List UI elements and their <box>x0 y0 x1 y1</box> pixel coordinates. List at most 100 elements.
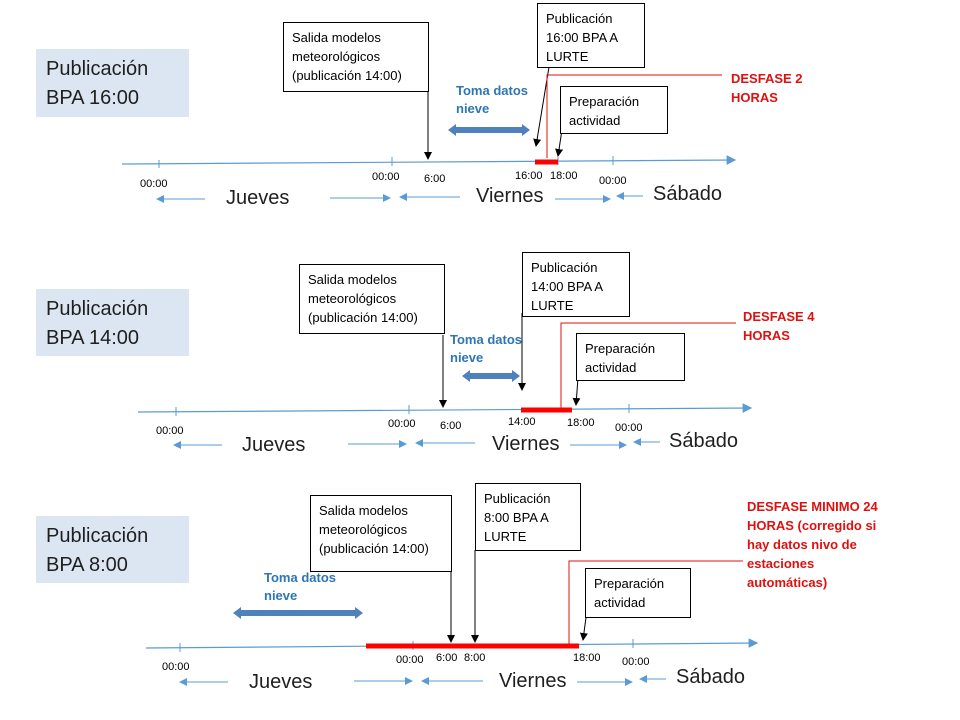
publicacion-box: Publicación 14:00 BPA A LURTE <box>522 252 630 317</box>
time-0000-thu: 00:00 <box>156 425 184 437</box>
desfase-label: DESFASE 4 HORAS <box>743 307 815 345</box>
time-0600: 6:00 <box>424 173 446 185</box>
publicacion-line-3: LURTE <box>546 49 589 64</box>
salida-line-3: (publicación 14:00) <box>308 310 418 325</box>
desfase-line-1: DESFASE 2 <box>731 71 803 86</box>
publicacion-box: Publicación 16:00 BPA A LURTE <box>537 3 645 68</box>
time-0000-sat: 00:00 <box>599 175 627 187</box>
day-sabado: Sábado <box>653 183 722 205</box>
desfase-connector <box>568 560 743 644</box>
panel-bpa-1400: Publicación BPA 14:00 Salida modelos met… <box>0 245 960 480</box>
publicacion-line-2: 16:00 BPA A <box>546 30 619 45</box>
title-line-1: Publicación <box>46 298 149 320</box>
time-0000-sat: 00:00 <box>615 422 643 434</box>
title-box: Publicación BPA 8:00 <box>36 516 189 583</box>
toma-datos-label: Toma datos nieve <box>450 331 522 367</box>
title-line-1: Publicación <box>46 58 149 80</box>
day-sabado: Sábado <box>676 666 745 688</box>
publicacion-line-1: Publicación <box>531 260 598 275</box>
time-0000-thu: 00:00 <box>140 178 168 190</box>
salida-modelos-box: Salida modelos meteorológicos (publicaci… <box>283 22 429 92</box>
desfase-line-5: automáticas) <box>747 575 828 590</box>
desfase-label: DESFASE 2 HORAS <box>731 69 803 107</box>
panel-bpa-0800: Publicación BPA 8:00 Salida modelos mete… <box>0 480 960 720</box>
salida-modelos-box: Salida modelos meteorológicos (publicaci… <box>299 264 445 334</box>
desfase-line-1: DESFASE 4 <box>743 309 815 324</box>
preparacion-box: Preparación actividad <box>560 86 668 134</box>
toma-line-2: nieve <box>456 101 490 116</box>
desfase-line-3: hay datos nivo de <box>747 537 857 552</box>
preparacion-line-2: actividad <box>569 113 621 128</box>
publicacion-line-1: Publicación <box>546 11 613 26</box>
day-jueves: Jueves <box>249 671 313 693</box>
desfase-line-2: HORAS <box>731 90 778 105</box>
preparacion-line-1: Preparación <box>585 341 656 356</box>
salida-line-2: meteorológicos <box>292 49 381 64</box>
preparacion-line-1: Preparación <box>594 576 665 591</box>
time-publicacion: 8:00 <box>464 652 486 664</box>
time-publicacion: 16:00 <box>515 170 543 182</box>
salida-line-3: (publicación 14:00) <box>292 68 402 83</box>
desfase-line-2: HORAS (corregido si <box>747 518 877 533</box>
toma-line-2: nieve <box>264 588 298 603</box>
day-jueves: Jueves <box>226 187 290 209</box>
toma-datos-double-arrow <box>233 607 363 619</box>
salida-line-1: Salida modelos <box>292 30 381 45</box>
title-line-2: BPA 14:00 <box>46 327 140 349</box>
publicacion-line-3: LURTE <box>531 298 574 313</box>
time-publicacion: 14:00 <box>508 416 536 428</box>
salida-line-3: (publicación 14:00) <box>319 541 429 556</box>
timeline-axis <box>121 155 737 165</box>
day-jueves: Jueves <box>242 434 306 456</box>
time-0000-fri: 00:00 <box>388 418 416 430</box>
toma-line-1: Toma datos <box>456 83 528 98</box>
salida-modelos-box: Salida modelos meteorológicos (publicaci… <box>310 495 452 572</box>
time-0600: 6:00 <box>440 420 462 432</box>
timeline-diagram <box>145 550 759 686</box>
preparacion-line-2: actividad <box>585 360 637 375</box>
title-box: Publicación BPA 14:00 <box>36 289 189 356</box>
toma-datos-double-arrow <box>462 370 520 382</box>
preparacion-line-2: actividad <box>594 595 646 610</box>
toma-line-1: Toma datos <box>264 570 336 585</box>
day-viernes: Viernes <box>476 185 544 207</box>
toma-line-2: nieve <box>450 350 484 365</box>
toma-datos-label: Toma datos nieve <box>264 569 336 605</box>
title-line-2: BPA 16:00 <box>46 87 140 109</box>
toma-datos-label: Toma datos nieve <box>456 82 528 118</box>
preparacion-line-1: Preparación <box>569 94 640 109</box>
time-1800: 18:00 <box>573 652 601 664</box>
title-box: Publicación BPA 16:00 <box>36 49 189 117</box>
desfase-label: DESFASE MINIMO 24 HORAS (corregido si ha… <box>747 497 878 592</box>
title-line-1: Publicación <box>46 525 149 547</box>
time-0000-sat: 00:00 <box>622 656 650 668</box>
publicacion-line-3: LURTE <box>484 529 527 544</box>
salida-line-1: Salida modelos <box>308 272 397 287</box>
title-line-2: BPA 8:00 <box>46 554 128 576</box>
day-sabado: Sábado <box>669 430 738 452</box>
desfase-line-2: HORAS <box>743 328 790 343</box>
desfase-line-4: estaciones <box>747 556 815 571</box>
day-viernes: Viernes <box>499 670 567 692</box>
desfase-line-1: DESFASE MINIMO 24 <box>747 499 878 514</box>
timeline-axis <box>137 403 753 413</box>
time-0000-thu: 00:00 <box>162 661 190 673</box>
time-1800: 18:00 <box>550 170 578 182</box>
preparacion-box: Preparación actividad <box>576 333 685 381</box>
desfase-connector <box>560 322 736 408</box>
publicacion-line-2: 8:00 BPA A <box>484 510 549 525</box>
salida-line-2: meteorológicos <box>308 291 397 306</box>
toma-line-1: Toma datos <box>450 332 522 347</box>
salida-line-1: Salida modelos <box>319 503 408 518</box>
desfase-connector <box>546 74 722 158</box>
publicacion-line-1: Publicación <box>484 491 551 506</box>
time-0000-fri: 00:00 <box>372 171 400 183</box>
toma-datos-double-arrow <box>448 124 530 136</box>
time-0000-fri: 00:00 <box>396 654 424 666</box>
publicacion-line-2: 14:00 BPA A <box>531 279 604 294</box>
salida-line-2: meteorológicos <box>319 522 408 537</box>
preparacion-box: Preparación actividad <box>585 568 691 618</box>
panel-bpa-1600: Publicación BPA 16:00 Salida modelos met… <box>0 0 960 240</box>
publicacion-box: Publicación 8:00 BPA A LURTE <box>475 483 581 551</box>
time-0600: 6:00 <box>436 652 458 664</box>
